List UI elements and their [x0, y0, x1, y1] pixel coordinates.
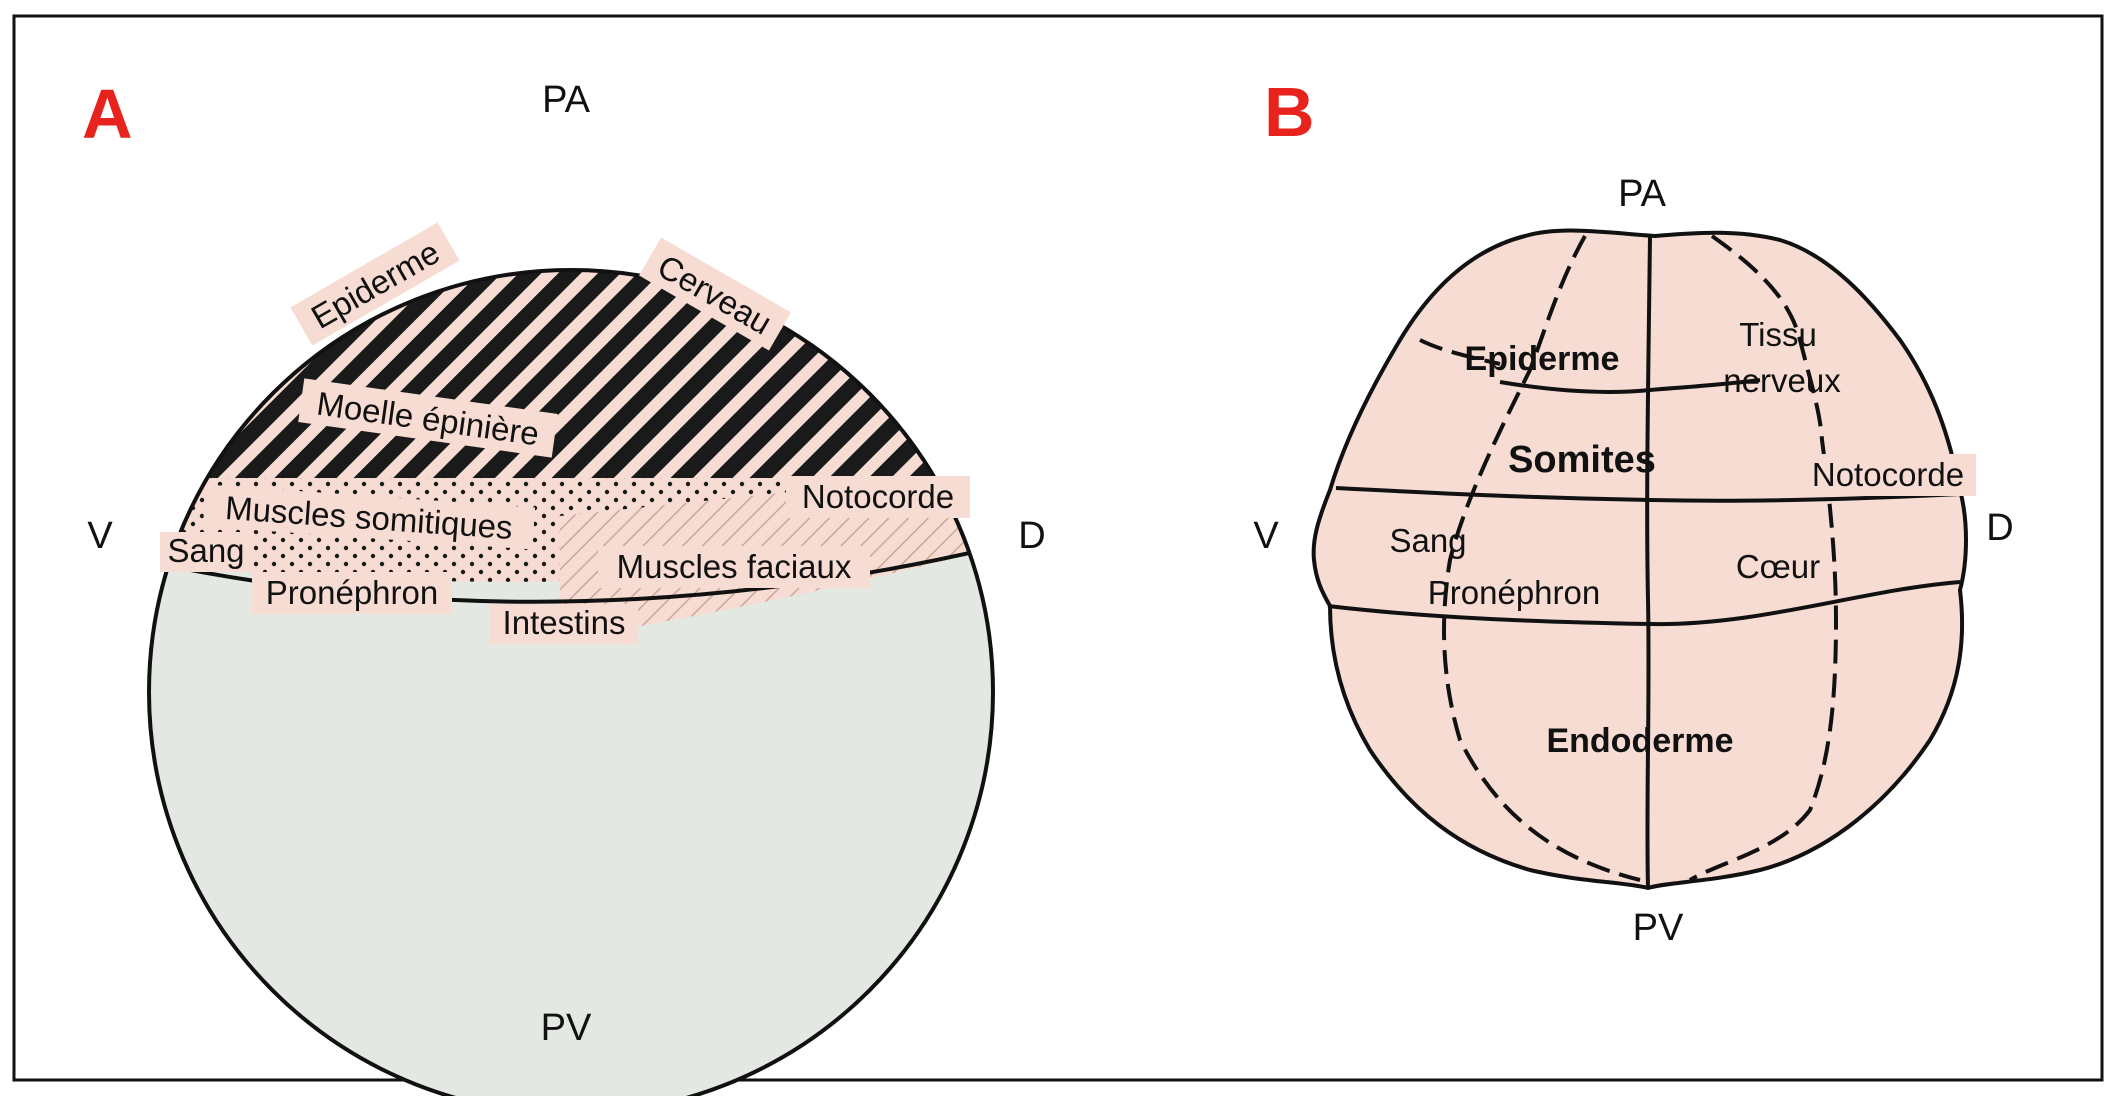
label-somites-b: Somites	[1508, 439, 1656, 481]
line-upper-b	[1335, 486, 1961, 503]
label-intestins-a: Intestins	[503, 604, 626, 641]
label-tissu-b: Tissu	[1739, 316, 1817, 353]
axis-v-b: V	[1253, 515, 1279, 557]
axis-pa-a: PA	[542, 79, 591, 121]
label-coeur-b: Cœur	[1736, 548, 1820, 585]
axis-d-a: D	[1018, 515, 1045, 557]
label-pronephron-b: Pronéphron	[1428, 574, 1600, 611]
label-sang-b: Sang	[1389, 522, 1466, 559]
axis-d-b: D	[1986, 507, 2013, 549]
panel-a: A PA PV V D Epiderme Cerveau Moelle épin…	[82, 75, 1046, 1096]
egg-outline-a	[147, 268, 995, 1096]
label-epiderme-b: Epiderme	[1465, 340, 1620, 378]
dashed-left-b	[1442, 235, 1641, 882]
dashed-right-b	[1688, 234, 1839, 882]
striped-region	[149, 270, 993, 478]
line-lower-b	[1327, 580, 1961, 627]
line-epiderme-b	[1499, 378, 1761, 394]
label-endoderme-b: Endoderme	[1546, 722, 1733, 760]
label-notocorde-a: Notocorde	[802, 478, 954, 515]
label-muscles-faciaux-a: Muscles faciaux	[617, 548, 852, 585]
label-sang-a: Sang	[167, 532, 244, 569]
axis-pa-b: PA	[1618, 173, 1667, 215]
embryo-outline-b	[1311, 228, 1968, 891]
axis-pv-b: PV	[1633, 907, 1684, 949]
label-pronephron-a: Pronéphron	[266, 574, 438, 611]
midline-b	[1645, 235, 1652, 889]
panel-letter-a: A	[82, 75, 133, 153]
axis-v-a: V	[87, 515, 113, 557]
figure-frame	[12, 14, 2104, 1082]
label-notocorde-b: Notocorde	[1812, 456, 1964, 493]
panel-b: B PA PV V D Epiderme Tissu nerveux Somit…	[1253, 73, 2013, 949]
axis-pv-a: PV	[541, 1007, 592, 1049]
label-nerveux-b: nerveux	[1723, 362, 1841, 399]
panel-letter-b: B	[1264, 73, 1315, 151]
dashed-upper-left-b	[1419, 338, 1501, 366]
